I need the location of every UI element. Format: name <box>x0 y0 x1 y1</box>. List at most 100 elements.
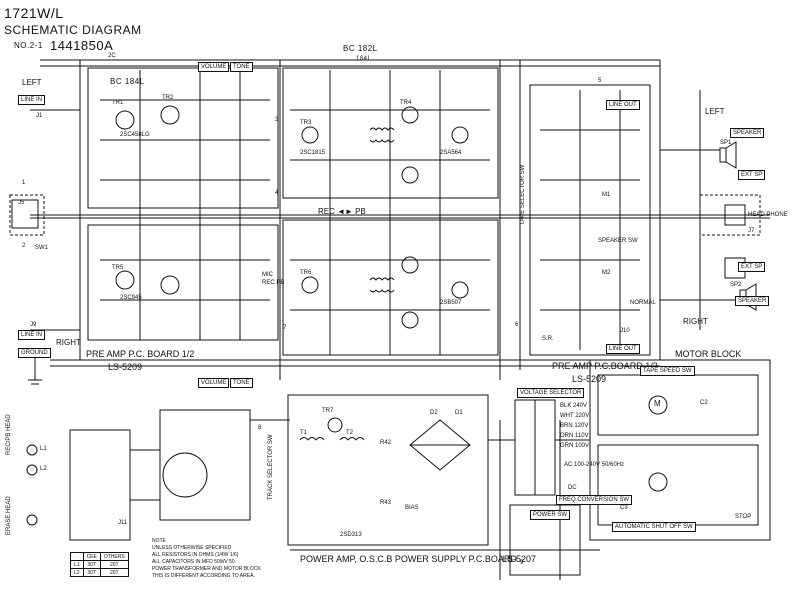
ref-7: 7 <box>283 325 287 331</box>
speaker-top: SPEAKER <box>730 128 765 138</box>
part-l2: L2 <box>40 466 47 472</box>
sr-label: S.R. <box>542 336 554 342</box>
transistor-tr6: TR6 <box>300 270 312 276</box>
power-sw-label: POWER SW <box>530 510 570 520</box>
coil-header-blank <box>70 552 84 561</box>
voltage-tap-220: WHT 220V <box>560 413 590 419</box>
volume-label-bottom: VOLUME <box>198 378 230 388</box>
line-in-top: LINE IN <box>18 95 46 105</box>
code-2sc945: 2SC945 <box>120 295 142 301</box>
part-r43: R43 <box>380 500 392 506</box>
voltage-tap-100: GRN 100V <box>560 443 590 449</box>
speaker-sp2: SP2 <box>730 282 742 288</box>
label-right-channel: RIGHT <box>56 338 81 347</box>
auto-shut-off-label: AUTOMATIC SHUT OFF SW <box>612 522 696 532</box>
annotation-bc182l-sub: 184L <box>356 56 372 62</box>
rec-head-label: REC/PB HEAD <box>6 414 12 455</box>
voltage-selector-label: VOLTAGE SELECTOR <box>517 388 585 398</box>
ref-6: 6 <box>515 322 519 328</box>
speaker-sp1: SP1 <box>720 140 732 146</box>
jack-j1: J1 <box>36 113 43 119</box>
preamp-board-left-title: PRE AMP P.C. BOARD 1/2 <box>86 349 195 359</box>
diagram-number: 1441850A <box>50 38 114 53</box>
tape-selector-label: TAPE SELECTOR SW <box>520 164 526 225</box>
tape-speed-sw-label: TAPE SPEED SW <box>640 366 695 376</box>
motor-block-title: MOTOR BLOCK <box>675 349 742 359</box>
part-l1: L1 <box>40 446 47 452</box>
notes-line-4: POWER TRANSFORMER AND MOTOR BLOCK <box>152 566 261 572</box>
coil-cell: 30T <box>82 568 101 577</box>
transistor-tr4: TR4 <box>400 100 412 106</box>
ref-5: 5 <box>598 78 602 84</box>
part-sw1: SW1 <box>35 245 49 251</box>
notes-line-3: ALL CAPACITORS IN MFD 50WV 50 <box>152 559 235 565</box>
coil-turns-table: CEE OTHERS L1 30T 20T L2 30T 20T <box>70 552 129 577</box>
ac-input-label: AC 100-240V 50/60Hz <box>564 462 625 468</box>
code-2sc458lg: 2SC458LG <box>120 132 150 138</box>
code-2sd313: 2SD313 <box>340 532 362 538</box>
ref-9: 9 <box>520 560 524 566</box>
coil-cell: 30T <box>82 560 101 569</box>
part-t1: T1 <box>300 430 308 436</box>
code-2sb507: 2SB507 <box>440 300 462 306</box>
meter-m2: M2 <box>602 270 611 276</box>
table-row: L1 30T 20T <box>70 560 129 569</box>
ext-sp-bottom: EXT SP <box>738 262 766 272</box>
coil-cell: L1 <box>70 560 84 569</box>
jack-j9: J9 <box>30 322 37 328</box>
jack-j11: J11 <box>118 520 128 526</box>
ground-label: GROUND <box>18 348 51 358</box>
ref-4: 4 <box>275 190 279 196</box>
part-c3: C3 <box>620 505 628 511</box>
transistor-tr1: TR1 <box>112 100 124 106</box>
voltage-tap-240: BLK 240V <box>560 403 588 409</box>
coil-cell: 20T <box>99 560 129 569</box>
bias-label: BIAS <box>405 505 419 511</box>
rec-pb-small-label: REC PB <box>262 280 285 286</box>
part-d1: D1 <box>455 410 463 416</box>
table-row: L2 30T 20T <box>70 568 129 577</box>
diagram-heading: SCHEMATIC DIAGRAM <box>4 23 142 37</box>
coil-header-others: OTHERS <box>99 552 129 561</box>
ref-2: 2 <box>22 243 26 249</box>
ref-1: 1 <box>22 180 26 186</box>
preamp-board-right-number: LS-5209 <box>572 374 607 384</box>
speaker-bottom: SPEAKER <box>735 296 770 306</box>
stop-label: STOP <box>735 514 752 520</box>
mic-label: MIC <box>262 272 273 278</box>
line-in-bottom: LINE IN <box>18 330 46 340</box>
diagram-number-prefix: NO.2-1 <box>14 41 43 50</box>
notes-line-1: UNLESS OTHERWISE SPECIFIED <box>152 545 232 551</box>
notes-block: NOTE UNLESS OTHERWISE SPECIFIED ALL RESI… <box>152 538 261 580</box>
normal-label: NORMAL <box>630 300 656 306</box>
transistor-tr2: TR2 <box>162 95 174 101</box>
head-phone-label: HEAD PHONE <box>748 212 788 218</box>
jack-j5: J5 <box>18 200 25 206</box>
meter-m1: M1 <box>602 192 611 198</box>
jack-j7: J7 <box>748 228 755 234</box>
jack-j10: J10 <box>620 328 630 334</box>
part-t2: T2 <box>346 430 354 436</box>
coil-cell: 20T <box>99 568 129 577</box>
coil-header-cee: CEE <box>82 552 101 561</box>
motor-m-label: M <box>654 399 661 408</box>
annotation-bc184l: BC 184L <box>110 77 145 86</box>
model-number: 1721W/L <box>4 5 64 21</box>
power-amp-board-title: POWER AMP, O.S.C.B POWER SUPPLY P.C.BOAR… <box>300 554 517 564</box>
freq-conversion-label: FREQ CONVERSION SW <box>556 495 633 505</box>
voltage-tap-110: ORN 110V <box>560 433 589 439</box>
power-amp-board-number: LS-5207 <box>502 554 537 564</box>
coil-cell: L2 <box>70 568 84 577</box>
tone-label-top: TONE <box>230 62 253 72</box>
rec-pb-label: REC ◄► PB <box>318 207 366 216</box>
speaker-sw-label: SPEAKER SW <box>598 238 638 244</box>
preamp-board-left-number: LS-5209 <box>108 362 143 372</box>
transistor-tr3: TR3 <box>300 120 312 126</box>
preamp-board-right-title: PRE AMP P.C.BOARD 1/2 <box>552 361 658 371</box>
notes-line-5: THIS IS DIFFERENT ACCORDING TO AREA. <box>152 573 255 579</box>
transistor-tr7: TR7 <box>322 408 334 414</box>
tone-label-bottom: TONE <box>230 378 253 388</box>
ref-8: 8 <box>258 425 262 431</box>
